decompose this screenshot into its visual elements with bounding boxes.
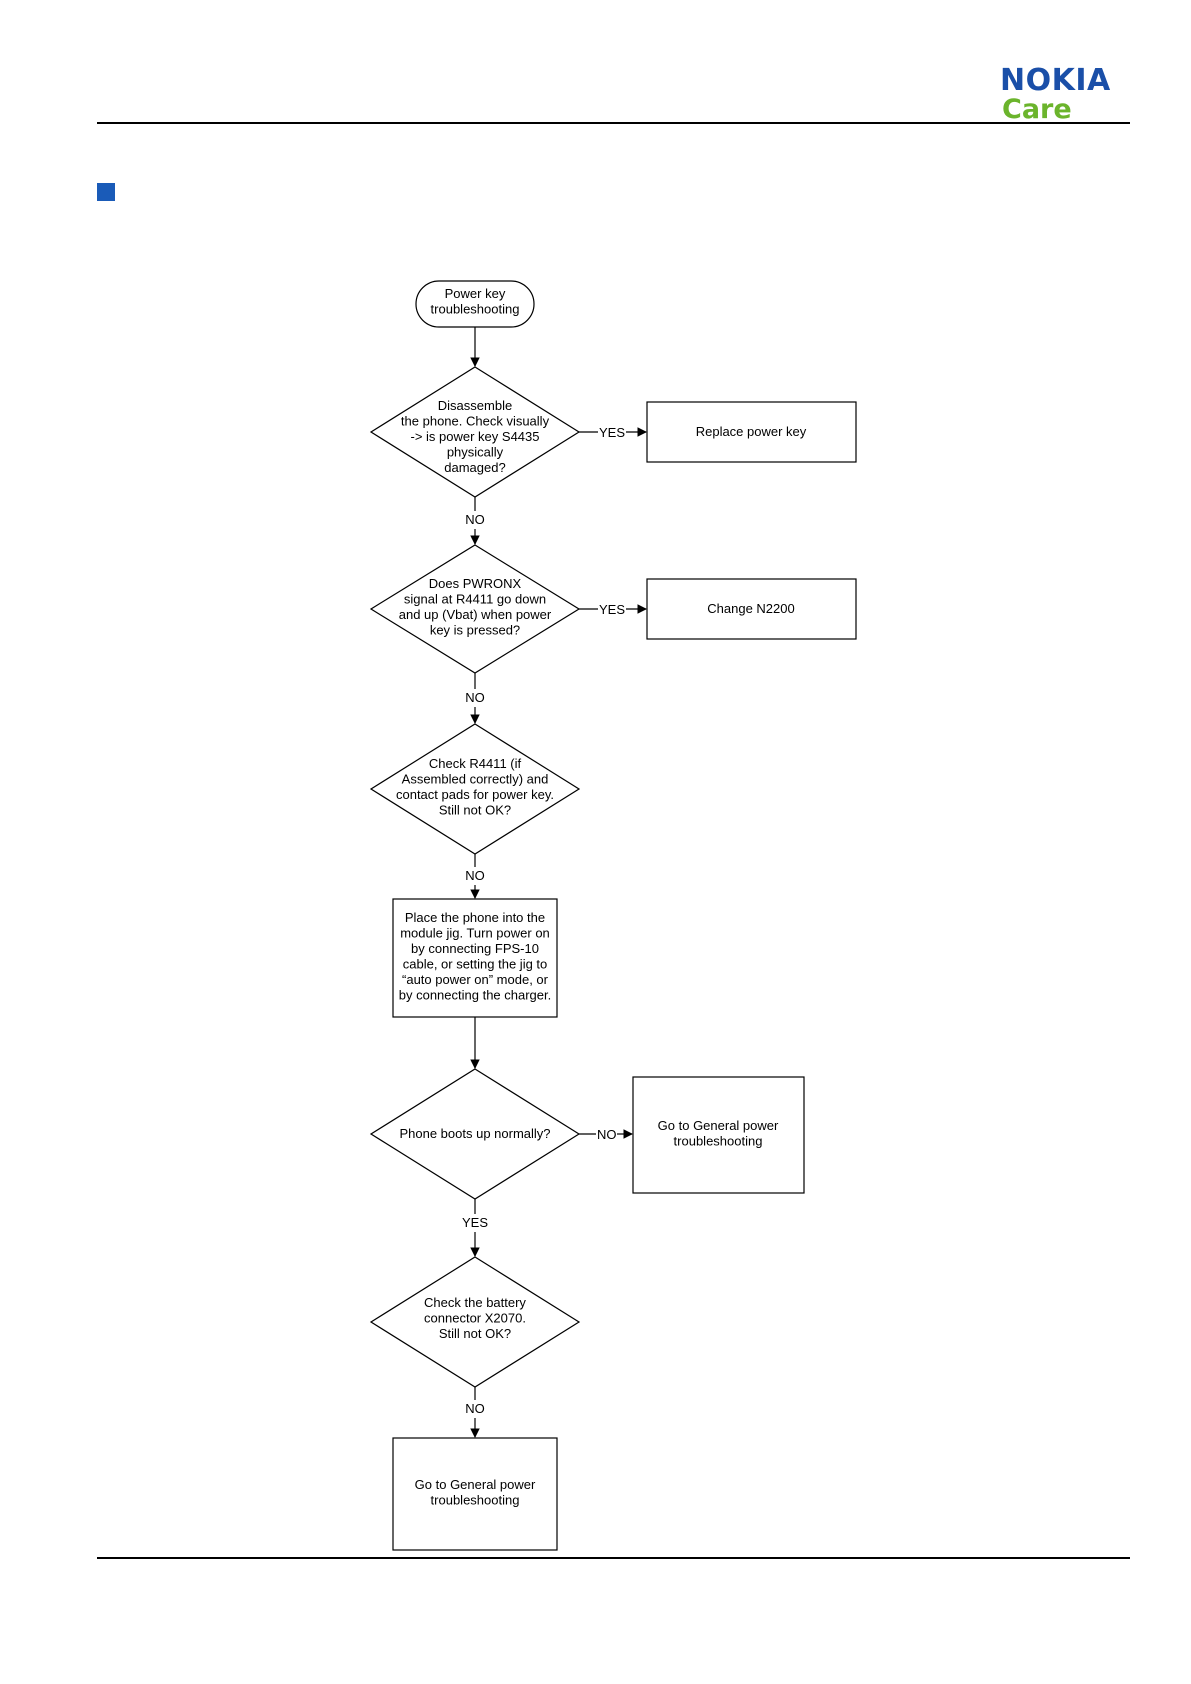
- text-line: Assembled correctly) and: [402, 772, 549, 787]
- action-change-n2200-text: Change N2200: [707, 601, 794, 616]
- text-line: physically: [447, 445, 504, 460]
- action-change-n2200: [646, 578, 857, 640]
- q1-yes-label: YES: [599, 425, 625, 440]
- text-line: Power key: [445, 286, 506, 301]
- text-line: troubleshooting: [431, 302, 520, 317]
- text-line: contact pads for power key.: [396, 787, 554, 802]
- decision-boots-normally-text: Phone boots up normally?: [399, 1126, 550, 1141]
- text-line: Phone boots up normally?: [399, 1126, 550, 1141]
- text-line: key is pressed?: [430, 623, 520, 638]
- text-line: the phone. Check visually: [401, 414, 550, 429]
- text-line: -> is power key S4435: [411, 429, 540, 444]
- text-line: Go to General power: [415, 1477, 536, 1492]
- text-line: signal at R4411 go down: [404, 592, 546, 607]
- q1-no-label: NO: [465, 512, 485, 527]
- text-line: Check the battery: [424, 1295, 526, 1310]
- q2-no-label: NO: [465, 690, 485, 705]
- text-line: by connecting FPS-10: [411, 941, 539, 956]
- action-replace-power-key: [646, 401, 857, 463]
- text-line: Change N2200: [707, 601, 794, 616]
- text-line: troubleshooting: [674, 1134, 763, 1149]
- nokia-care-logo: NOKIA Care: [1000, 63, 1130, 126]
- text-line: cable, or setting the jig to: [403, 957, 548, 972]
- action-general-power-right: [632, 1076, 805, 1194]
- logo-brand: NOKIA: [1000, 63, 1111, 98]
- q4-yes-label: YES: [462, 1215, 488, 1230]
- q5-no-label: NO: [465, 1401, 485, 1416]
- text-line: by connecting the charger.: [399, 988, 552, 1003]
- text-line: Still not OK?: [439, 803, 511, 818]
- footer-rule: [97, 1557, 1130, 1559]
- text-line: connector X2070.: [424, 1311, 526, 1326]
- q3-no-label: NO: [465, 868, 485, 883]
- text-line: and up (Vbat) when power: [399, 607, 552, 622]
- header-rule: [97, 122, 1130, 124]
- text-line: Go to General power: [658, 1118, 779, 1133]
- text-line: Place the phone into the: [405, 910, 545, 925]
- text-line: troubleshooting: [431, 1493, 520, 1508]
- section-marker: [97, 183, 115, 201]
- logo-sub: Care: [1002, 94, 1072, 125]
- q4-no-label: NO: [597, 1127, 617, 1142]
- text-line: Still not OK?: [439, 1326, 511, 1341]
- action-module-jig: [392, 898, 558, 1018]
- text-line: Replace power key: [696, 424, 807, 439]
- text-line: damaged?: [444, 460, 505, 475]
- action-replace-power-key-text: Replace power key: [696, 424, 807, 439]
- text-line: Disassemble: [438, 398, 512, 413]
- text-line: “auto power on” mode, or: [402, 972, 549, 987]
- text-line: Does PWRONX: [429, 576, 522, 591]
- text-line: module jig. Turn power on: [400, 926, 550, 941]
- text-line: Check R4411 (if: [429, 756, 522, 771]
- action-general-power-bottom: [392, 1437, 558, 1551]
- q2-yes-label: YES: [599, 602, 625, 617]
